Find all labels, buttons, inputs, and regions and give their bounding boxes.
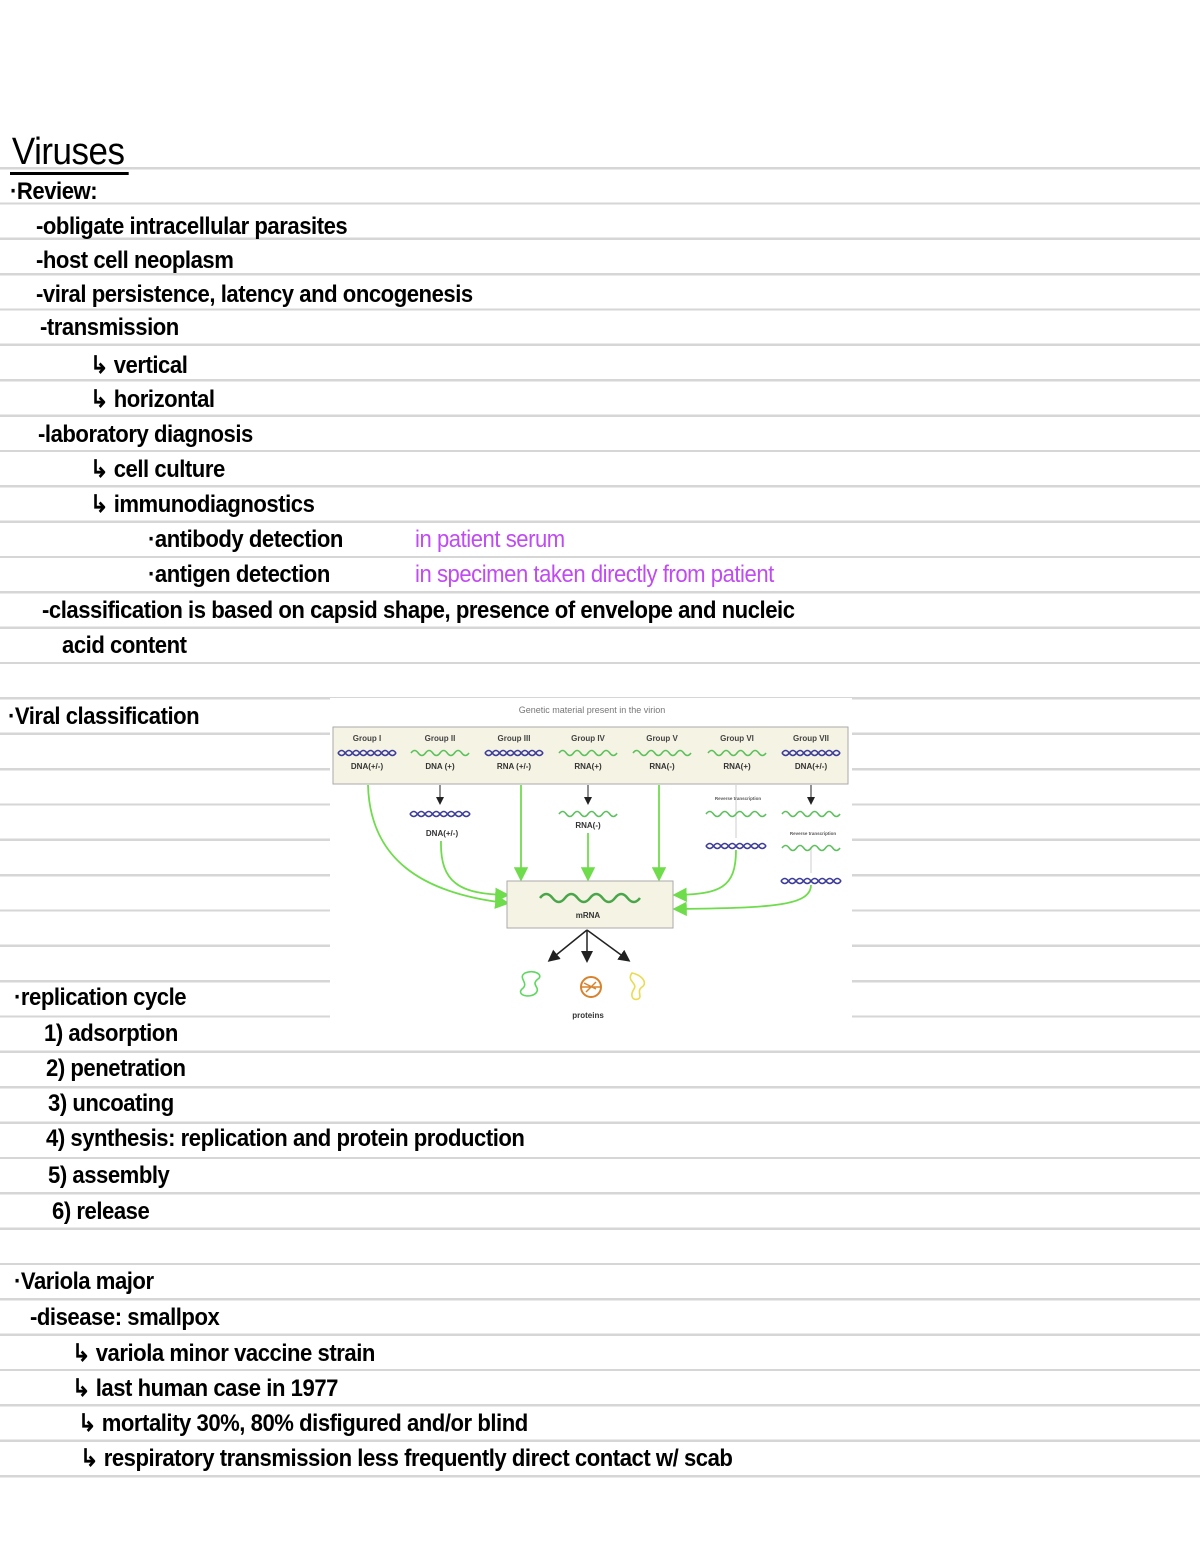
baltimore-classification-diagram: Genetic material present in the virion G…	[330, 698, 852, 1030]
mrna-box	[506, 880, 674, 929]
group-name: Group IV	[571, 734, 605, 743]
note-line: ·antigen detection	[148, 561, 330, 588]
protein-icon	[580, 976, 602, 998]
intermediate-label: RNA(-)	[575, 821, 601, 830]
intermediate-helix	[558, 810, 618, 818]
intermediate-helix	[781, 844, 841, 852]
arrow-group6	[672, 849, 737, 902]
genome-helix-strand	[337, 749, 397, 757]
note-line: -viral persistence, latency and oncogene…	[36, 281, 473, 308]
note-line: ↳ immunodiagnostics	[90, 491, 315, 518]
arrow-group1	[367, 784, 510, 909]
protein-icon	[519, 970, 541, 997]
mrna-label: mRNA	[576, 911, 601, 920]
genome-helix-strand	[781, 749, 841, 757]
group-name: Group VII	[793, 734, 829, 743]
group-name: Group II	[425, 734, 456, 743]
group-name: Group V	[646, 734, 678, 743]
arrow-group2	[440, 840, 510, 902]
proteins-label: proteins	[572, 1011, 604, 1020]
group-name: Group III	[498, 734, 531, 743]
protein-icon	[629, 972, 646, 1001]
note-line: ↳ vertical	[90, 352, 188, 379]
genome-helix	[558, 749, 618, 757]
reverse-transcription-label: Reverse transcription	[715, 796, 762, 801]
replication-step: 6) release	[52, 1198, 150, 1225]
note-line: -transmission	[40, 314, 179, 341]
genome-type: RNA (+/-)	[497, 762, 531, 771]
replication-step: 4) synthesis: replication and protein pr…	[46, 1125, 525, 1152]
genome-type: RNA(+)	[574, 762, 602, 771]
mrna-helix	[539, 892, 641, 904]
page-title: Viruses	[10, 132, 129, 175]
replication-step: 2) penetration	[46, 1055, 186, 1082]
replication-heading: ·replication cycle	[14, 984, 187, 1011]
genome-helix	[410, 749, 470, 757]
intermediate-helix-strand	[780, 877, 842, 885]
note-line: -classification is based on capsid shape…	[42, 597, 795, 624]
arrow	[586, 929, 631, 962]
note-line: ↳ cell culture	[90, 456, 225, 483]
genome-type: DNA(+/-)	[795, 762, 828, 771]
note-line: -host cell neoplasm	[36, 247, 234, 274]
note-line: ↳ variola minor vaccine strain	[72, 1340, 375, 1367]
diagram-title: Genetic material present in the virion	[519, 705, 666, 715]
note-line: acid content	[62, 632, 187, 659]
group-name: Group I	[353, 734, 381, 743]
genome-helix	[707, 749, 767, 757]
note-line: ↳ mortality 30%, 80% disfigured and/or b…	[78, 1410, 528, 1437]
intermediate-helix	[781, 810, 841, 818]
genome-type: DNA (+)	[425, 762, 455, 771]
genome-type: DNA(+/-)	[351, 762, 384, 771]
annotation: in patient serum	[415, 526, 565, 553]
review-heading: ·Review:	[10, 178, 98, 205]
intermediate-helix	[705, 810, 767, 818]
note-line: ↳ respiratory transmission less frequent…	[80, 1445, 733, 1472]
intermediate-helix-strand	[409, 810, 471, 818]
intermediate-helix-strand	[705, 842, 767, 850]
genome-helix	[632, 749, 692, 757]
note-line: -laboratory diagnosis	[38, 421, 253, 448]
note-line: ·antibody detection	[148, 526, 343, 553]
genome-helix-strand	[484, 749, 544, 757]
note-line: -obligate intracellular parasites	[36, 213, 348, 240]
replication-step: 1) adsorption	[44, 1020, 178, 1047]
genome-type: RNA(+)	[723, 762, 751, 771]
group-name: Group VI	[720, 734, 754, 743]
protein-icon-detail	[582, 981, 600, 993]
note-line: -disease: smallpox	[30, 1304, 220, 1331]
annotation: in specimen taken directly from patient	[415, 561, 774, 588]
variola-heading: ·Variola major	[14, 1268, 154, 1295]
arrow	[547, 929, 588, 962]
reverse-transcription-label: Reverse transcription	[790, 831, 837, 836]
replication-step: 5) assembly	[48, 1162, 170, 1189]
arrow-group7	[672, 884, 812, 917]
viral-classification-heading: ·Viral classification	[8, 703, 200, 730]
genome-type: RNA(-)	[649, 762, 675, 771]
replication-step: 3) uncoating	[48, 1090, 174, 1117]
note-line: ↳ horizontal	[90, 386, 215, 413]
intermediate-label: DNA(+/-)	[426, 829, 459, 838]
note-line: ↳ last human case in 1977	[72, 1375, 338, 1402]
